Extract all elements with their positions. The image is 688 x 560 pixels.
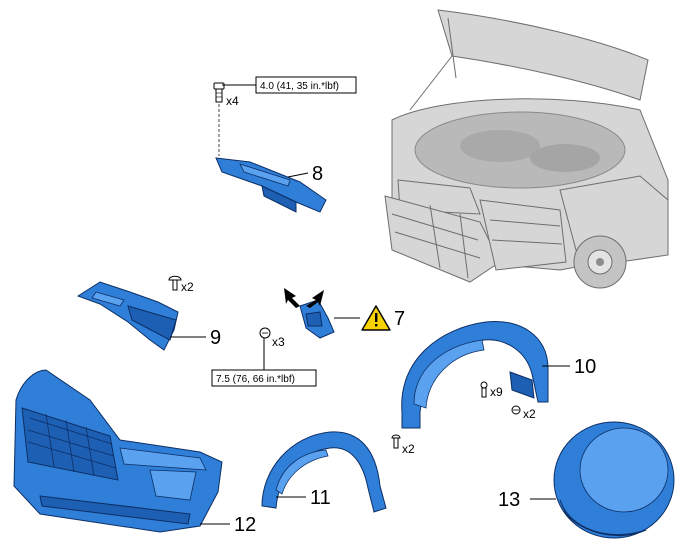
clip-qty-10-bottom: x2 <box>402 442 415 456</box>
clip-qty-9: x2 <box>181 280 194 294</box>
part-8-illustration <box>213 82 327 213</box>
vehicle-illustration <box>384 9 669 289</box>
part-12-illustration <box>13 369 223 533</box>
part-11-illustration <box>261 431 387 513</box>
callout-8: 8 <box>312 163 323 185</box>
clip-icon <box>168 275 182 291</box>
callout-12: 12 <box>234 514 256 536</box>
screw-qty-10: x9 <box>490 385 503 399</box>
part-7-illustration <box>259 288 335 339</box>
clip-icon <box>511 405 521 415</box>
torque-label-middle: 7.5 (76, 66 in.*lbf) <box>216 374 295 385</box>
bolt-icon <box>259 327 271 339</box>
torque-label-top: 4.0 (41, 35 in.*lbf) <box>260 81 339 92</box>
part-13-illustration <box>553 421 675 539</box>
torque-box-top <box>255 76 357 94</box>
torque-box-middle <box>211 369 317 387</box>
clip-icon <box>391 434 401 449</box>
arrow-icon <box>306 290 324 308</box>
part-10-illustration <box>391 320 549 449</box>
callout-11: 11 <box>310 487 331 509</box>
part-9-illustration <box>76 275 182 351</box>
bolt-qty-7: x3 <box>272 335 285 349</box>
bolt-qty-8: x4 <box>226 94 239 108</box>
callout-7: 7 <box>394 308 405 330</box>
callout-13: 13 <box>498 489 520 511</box>
bolt-icon <box>213 82 225 103</box>
callout-10: 10 <box>574 356 596 378</box>
caution-triangle-icon <box>361 305 391 331</box>
screw-icon <box>480 381 488 398</box>
clip-qty-10-right: x2 <box>523 407 536 421</box>
arrow-icon <box>284 288 300 308</box>
callout-9: 9 <box>210 327 221 349</box>
